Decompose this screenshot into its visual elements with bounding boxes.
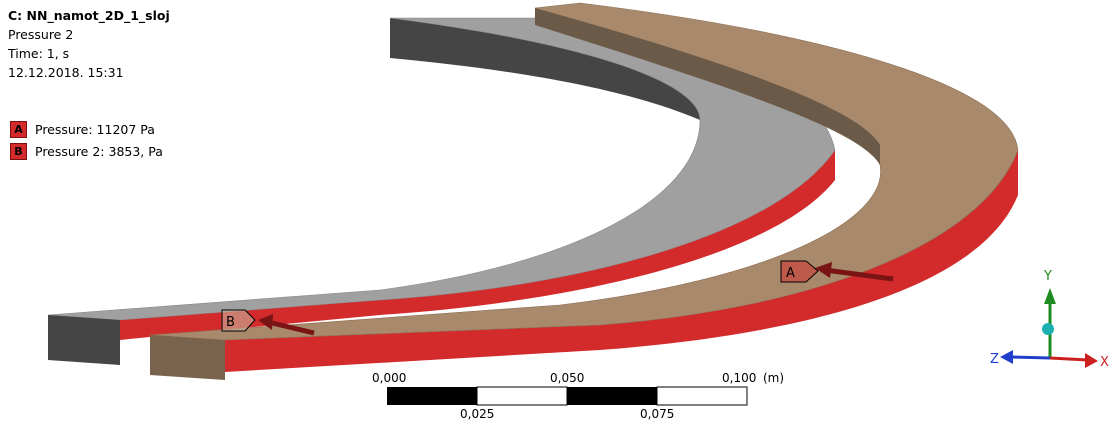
pressure-arrow-a[interactable]: A <box>780 260 894 283</box>
scale-label-0: 0,000 <box>372 371 406 385</box>
scale-label-100: 0,100 <box>722 371 756 385</box>
gray-body <box>47 17 836 365</box>
legend: A Pressure: 11207 Pa B Pressure 2: 3853,… <box>10 118 163 162</box>
triad-icon[interactable]: Y X Z <box>990 269 1109 370</box>
legend-label-a: Pressure: 11207 Pa <box>35 121 155 137</box>
date-stamp: 12.12.2018. 15:31 <box>8 65 124 80</box>
triad-x-label: X <box>1100 355 1109 370</box>
model-title: C: NN_namot_2D_1_sloj <box>8 8 170 23</box>
legend-key-a: A <box>10 120 27 138</box>
scale-label-050: 0,050 <box>550 371 584 385</box>
pressure-arrow-b[interactable]: B <box>221 309 315 336</box>
legend-item-a[interactable]: A Pressure: 11207 Pa <box>10 118 163 140</box>
time-value: Time: 1, s <box>8 46 70 61</box>
info-panel: C: NN_namot_2D_1_sloj Pressure 2 Time: 1… <box>8 6 170 82</box>
scale-label-075: 0,075 <box>640 407 674 421</box>
legend-label-b: Pressure 2: 3853, Pa <box>35 143 163 159</box>
tan-body <box>149 2 1019 380</box>
label-b: B <box>226 315 235 330</box>
triad-z-label: Z <box>990 352 999 367</box>
label-a: A <box>786 266 795 281</box>
legend-key-b: B <box>10 142 27 160</box>
legend-item-b[interactable]: B Pressure 2: 3853, Pa <box>10 140 163 162</box>
scale-bar: 0,000 0,050 0,100 (m) 0,025 0,075 <box>372 371 784 421</box>
triad-y-label: Y <box>1043 269 1052 284</box>
scale-label-025: 0,025 <box>460 407 494 421</box>
scale-unit: (m) <box>763 371 784 385</box>
analysis-name: Pressure 2 <box>8 27 74 42</box>
